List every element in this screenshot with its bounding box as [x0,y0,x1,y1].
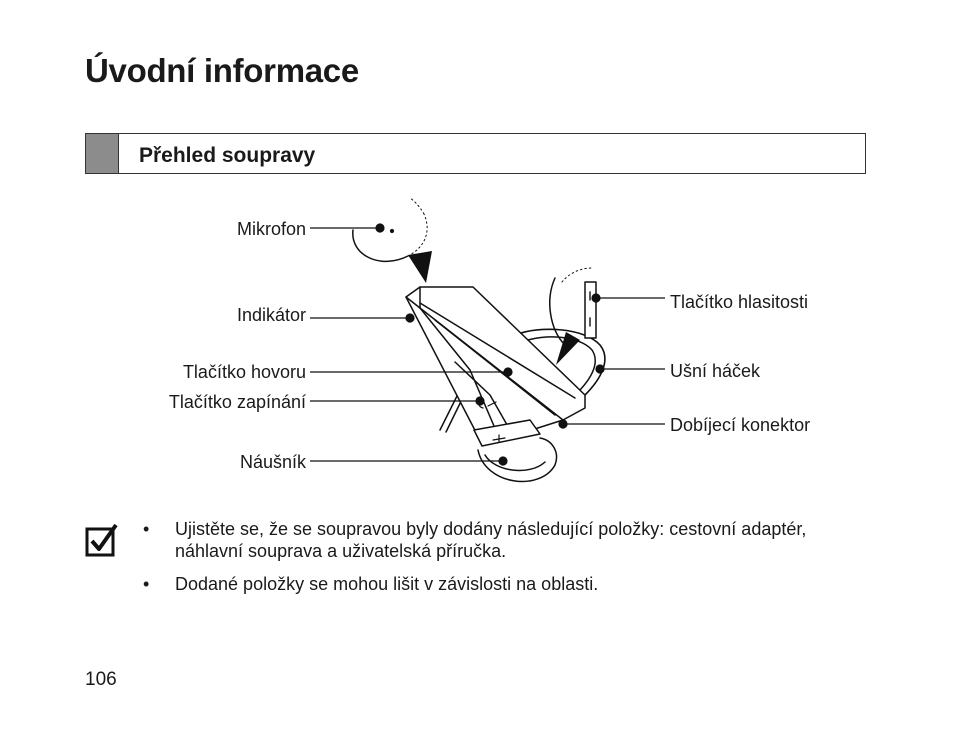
label-microphone: Mikrofon [236,219,306,239]
section-header: Přehled soupravy [85,133,866,174]
note-text: Ujistěte se, že se soupravou byly dodány… [175,519,807,561]
section-title: Přehled soupravy [139,144,316,167]
notes-list: • Ujistěte se, že se soupravou byly dodá… [140,518,860,606]
label-indicator: Indikátor [236,305,306,325]
label-ear-hook: Ušní háček [670,361,761,381]
label-power-button: Tlačítko zapínání [168,392,306,412]
label-earpiece: Náušník [239,452,306,472]
bullet: • [143,519,150,539]
bullet: • [143,574,150,594]
page-number: 106 [85,669,117,690]
label-charger-connector: Dobíjecí konektor [670,415,811,435]
page-title: Úvodní informace [85,52,359,89]
list-item: • Dodané položky se mohou lišit v závisl… [140,573,860,595]
label-volume-button: Tlačítko hlasitosti [670,292,809,312]
list-item: • Ujistěte se, že se soupravou byly dodá… [140,518,860,562]
note-text: Dodané položky se mohou lišit v závislos… [175,574,599,594]
label-call-button: Tlačítko hovoru [182,362,306,382]
section-swatch [86,134,119,173]
checkbox-check-icon [85,523,118,557]
